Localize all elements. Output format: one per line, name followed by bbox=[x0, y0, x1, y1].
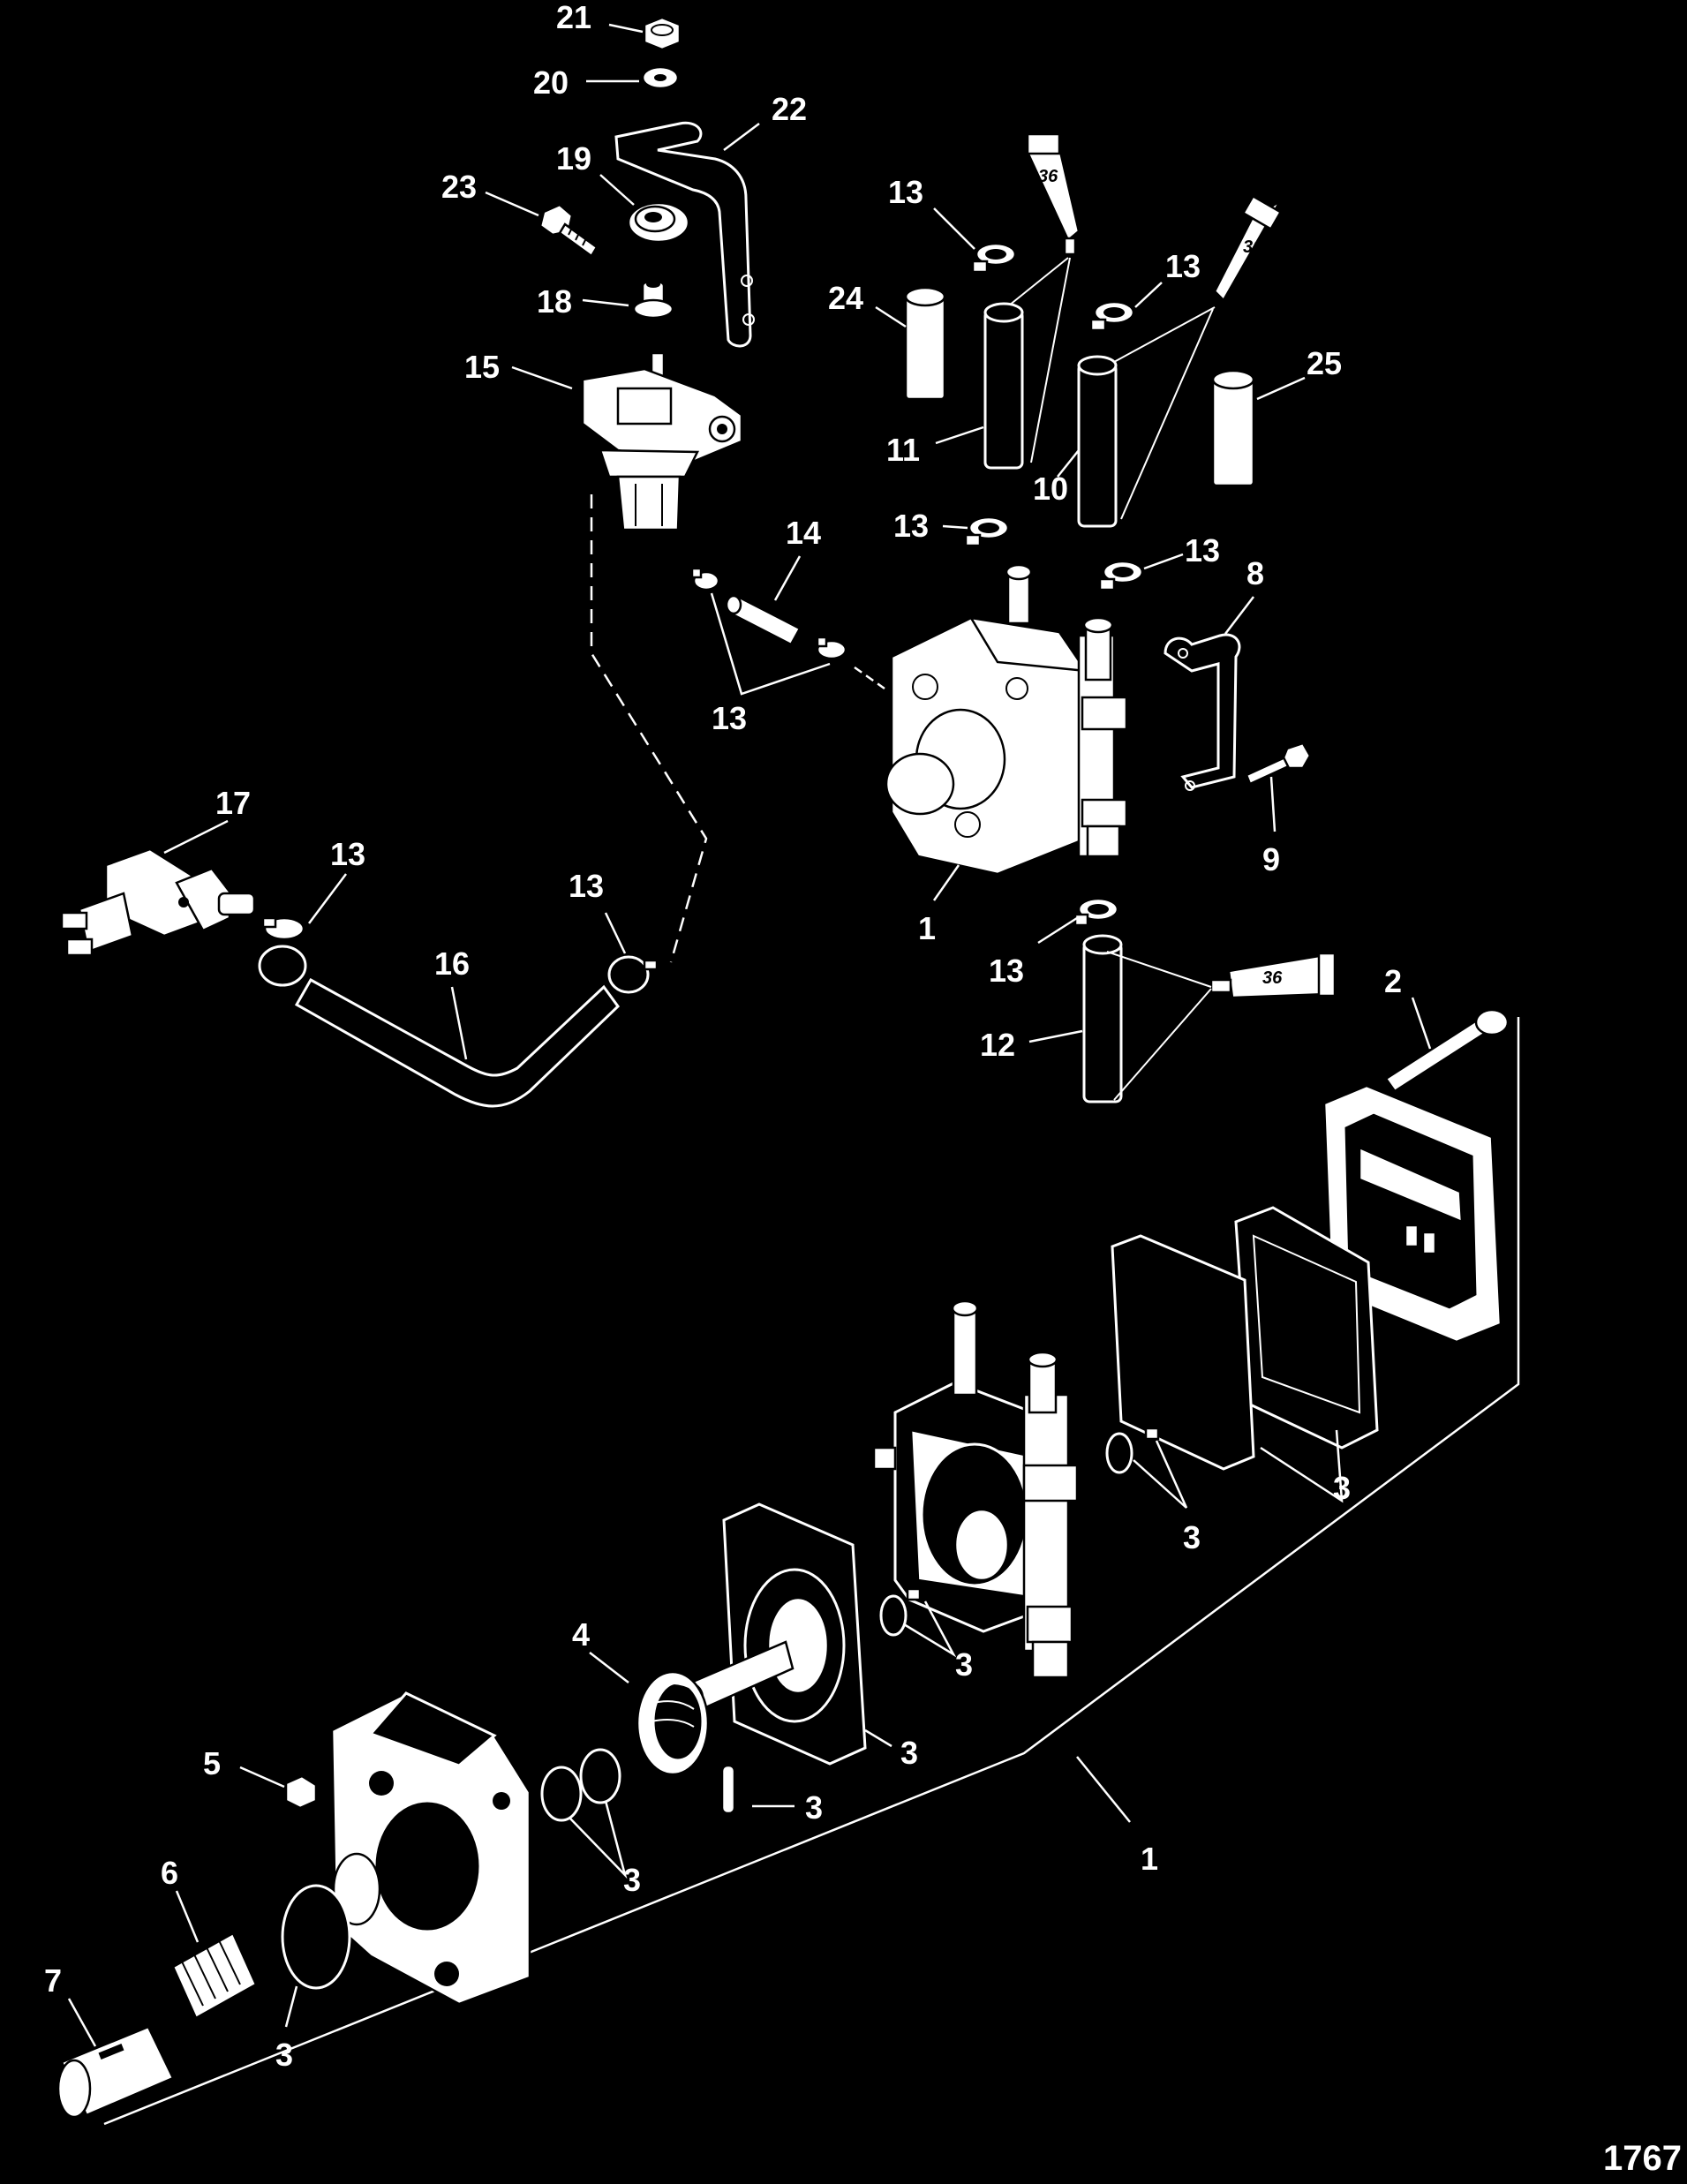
callout-15: 15 bbox=[464, 349, 500, 385]
callout-24: 24 bbox=[828, 280, 863, 316]
hose-clamp-icon bbox=[1089, 300, 1135, 332]
fuel-pump-icon bbox=[885, 563, 1128, 876]
callout-21: 21 bbox=[556, 0, 591, 35]
callout-13-b: 13 bbox=[1165, 248, 1201, 284]
screw-icon bbox=[1245, 742, 1312, 786]
callout-8: 8 bbox=[1246, 555, 1264, 591]
callout-10: 10 bbox=[1033, 471, 1068, 507]
callout-2: 2 bbox=[1384, 963, 1402, 999]
callout-13-h: 13 bbox=[989, 953, 1024, 989]
callout-20: 20 bbox=[533, 64, 569, 101]
callout-4: 4 bbox=[572, 1616, 590, 1653]
callout-5: 5 bbox=[203, 1745, 221, 1781]
callout-3-d: 3 bbox=[900, 1735, 918, 1771]
sealant-tube-icon: 36 bbox=[1209, 952, 1337, 999]
o-ring-icon bbox=[540, 1748, 621, 1822]
callout-19: 19 bbox=[556, 140, 591, 177]
nut-icon bbox=[284, 1774, 318, 1810]
callout-25: 25 bbox=[1307, 345, 1342, 381]
fuel-pump-icon bbox=[872, 1299, 1079, 1679]
o-ring-icon bbox=[281, 1884, 351, 1990]
callout-9: 9 bbox=[1262, 841, 1280, 877]
callout-13-g: 13 bbox=[569, 868, 604, 904]
hose-clamp-icon bbox=[971, 242, 1017, 274]
hose-icon bbox=[904, 286, 946, 401]
hose-clamp-icon bbox=[964, 516, 1010, 547]
hose-icon bbox=[1077, 355, 1118, 528]
svg-text:36: 36 bbox=[1038, 167, 1058, 186]
washer-icon bbox=[641, 65, 680, 90]
check-valve-icon bbox=[879, 1587, 922, 1637]
piston-icon bbox=[56, 2025, 175, 2119]
svg-text:36: 36 bbox=[1243, 237, 1263, 257]
callout-13-a: 13 bbox=[888, 174, 923, 210]
callout-16: 16 bbox=[434, 945, 470, 982]
diaphragm-icon bbox=[1111, 1234, 1255, 1471]
callout-12: 12 bbox=[980, 1027, 1015, 1063]
hose-clamp-icon bbox=[690, 567, 720, 591]
spring-icon bbox=[636, 1670, 710, 1776]
callout-6: 6 bbox=[161, 1855, 178, 1891]
callout-3-a: 3 bbox=[1333, 1470, 1351, 1506]
callout-7: 7 bbox=[44, 1962, 62, 1999]
callout-11: 11 bbox=[886, 432, 920, 468]
pin-icon bbox=[720, 1764, 736, 1815]
pump-base-icon bbox=[330, 1691, 531, 2006]
callout-13-f: 13 bbox=[330, 836, 365, 872]
fuel-filter-icon bbox=[581, 351, 743, 531]
svg-text:36: 36 bbox=[1262, 968, 1283, 988]
sealant-tube-icon: 36 bbox=[1024, 131, 1081, 256]
hose-icon bbox=[725, 594, 802, 646]
grommet-icon bbox=[627, 201, 690, 244]
hose-icon bbox=[294, 977, 620, 1108]
sealant-tube-icon: 36 bbox=[1213, 194, 1283, 303]
check-valve-icon bbox=[60, 847, 256, 957]
hose-icon bbox=[1082, 934, 1123, 1103]
hose-clamp-icon bbox=[258, 916, 307, 987]
callout-3-c: 3 bbox=[955, 1646, 973, 1683]
hose-clamp-icon bbox=[1073, 897, 1119, 927]
hose-icon bbox=[983, 302, 1024, 470]
callout-23: 23 bbox=[441, 169, 477, 205]
routing-dashed-line bbox=[590, 494, 708, 963]
hose-clamp-icon bbox=[816, 636, 847, 660]
callout-3-b: 3 bbox=[1183, 1519, 1201, 1555]
callout-18: 18 bbox=[537, 283, 572, 320]
callout-3-f: 3 bbox=[623, 1862, 641, 1898]
callout-3-g: 3 bbox=[275, 2037, 293, 2073]
callout-13-d: 13 bbox=[1185, 532, 1220, 569]
callout-1-upper: 1 bbox=[918, 910, 936, 946]
hose-icon bbox=[1211, 369, 1255, 487]
callout-22: 22 bbox=[772, 91, 807, 127]
screw-icon bbox=[1384, 1008, 1510, 1093]
bracket-icon bbox=[614, 121, 755, 348]
callout-13-c: 13 bbox=[893, 508, 929, 544]
bracket-icon bbox=[1164, 633, 1241, 791]
nut-icon bbox=[643, 16, 682, 51]
bushing-icon bbox=[632, 281, 674, 320]
check-valve-icon bbox=[1105, 1427, 1160, 1474]
callout-14: 14 bbox=[786, 515, 821, 551]
callout-17: 17 bbox=[215, 785, 251, 821]
assembly-bracket-line bbox=[103, 1017, 1520, 2126]
callout-13-e: 13 bbox=[712, 700, 747, 736]
screw-icon bbox=[538, 203, 599, 258]
hose-clamp-icon bbox=[607, 955, 659, 994]
figure-number: 1767 bbox=[1603, 2139, 1682, 2178]
callout-1-lower: 1 bbox=[1141, 1841, 1158, 1877]
hose-clamp-icon bbox=[1098, 560, 1144, 591]
spring-icon bbox=[171, 1932, 258, 2020]
callout-3-e: 3 bbox=[805, 1789, 823, 1826]
